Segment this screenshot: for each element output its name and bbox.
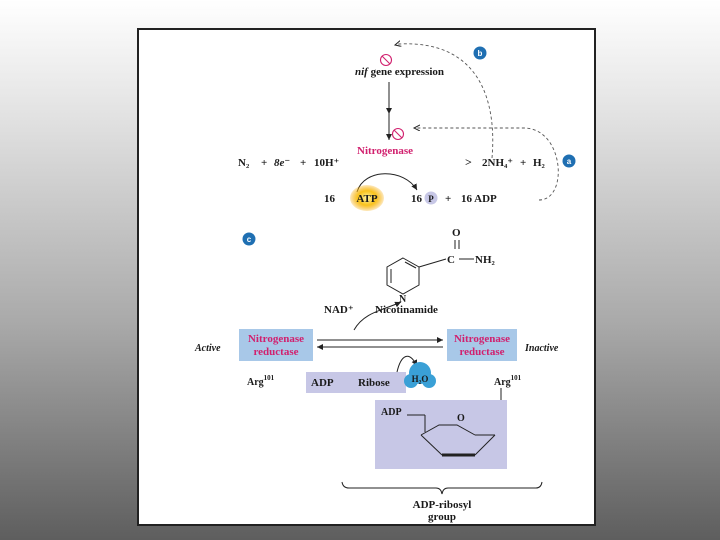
active-enzyme-line1: Nitrogenase xyxy=(248,333,304,345)
nicotinamide-label: Nicotinamide xyxy=(375,304,438,316)
amide-oxygen: O xyxy=(452,227,461,239)
nad-plus: NAD⁺ xyxy=(324,304,354,316)
plus-3: + xyxy=(520,157,526,169)
plus-4: + xyxy=(445,193,451,205)
badge-b xyxy=(473,46,487,60)
badge-a xyxy=(562,154,576,168)
feedback-arrow-a xyxy=(414,128,559,201)
product-h2: H₂ xyxy=(533,157,546,169)
pi-coefficient: 16 xyxy=(411,193,423,205)
ring-nitrogen: N xyxy=(399,294,407,305)
feedback-arrow-b xyxy=(395,44,494,159)
reactant-n2: N₂ xyxy=(238,157,250,169)
ribose-ring xyxy=(407,414,496,457)
slide-frame: b nif gene expression Nitrogenase a N₂ +… xyxy=(137,28,596,526)
nif-gene-expression: nif gene expression xyxy=(355,66,444,78)
panel-a: Nitrogenase a N₂ + 8e⁻ + 10H⁺ > 2NH₄⁺ + … xyxy=(238,128,576,211)
plus-2: + xyxy=(300,157,306,169)
badge-c xyxy=(242,232,256,246)
atp-coefficient: 16 xyxy=(324,193,336,205)
badge-c-label: c xyxy=(247,235,252,244)
panel-b: b nif gene expression xyxy=(355,44,494,159)
nitrogenase-regulation-diagram: b nif gene expression Nitrogenase a N₂ +… xyxy=(194,30,576,523)
amide-nh2: NH₂ xyxy=(475,254,496,266)
atp-label: ATP xyxy=(356,193,377,205)
inactive-enzyme-box xyxy=(447,329,517,361)
nad-cleavage-arrow xyxy=(353,301,402,331)
group-label-line2: group xyxy=(428,511,456,523)
active-enzyme-line2: reductase xyxy=(253,346,298,358)
arg-left: Arg101 xyxy=(247,374,275,388)
inhibition-icon xyxy=(379,53,393,67)
ribose-chip-label: Ribose xyxy=(358,377,390,389)
sugar-oxygen: O xyxy=(457,413,465,424)
arg-right: Arg101 xyxy=(494,374,522,388)
atp-glow xyxy=(350,185,384,211)
sugar-adp-label: ADP xyxy=(381,407,402,418)
badge-a-label: a xyxy=(567,157,572,166)
inactive-enzyme-line1: Nitrogenase xyxy=(454,333,510,345)
badge-b-label: b xyxy=(478,49,483,58)
adp-chip-label: ADP xyxy=(311,377,334,389)
enzyme-nitrogenase: Nitrogenase xyxy=(357,145,413,157)
atp-hydrolysis-arrow xyxy=(356,173,418,193)
electrons: 8e⁻ xyxy=(274,157,290,169)
adp-product: 16 ADP xyxy=(461,193,497,205)
active-enzyme-box xyxy=(239,329,313,361)
reaction-arrow: > xyxy=(465,155,472,169)
amide-carbon: C xyxy=(447,254,455,266)
inhibition-icon xyxy=(391,127,405,141)
water-molecule-icon xyxy=(404,362,436,388)
panel-c: c O C NH₂ N NAD⁺ Nicotinamide Nitrogenas… xyxy=(194,227,559,523)
pi-label: P xyxy=(428,194,434,204)
phosphate-icon xyxy=(424,191,438,205)
inactive-enzyme-line2: reductase xyxy=(459,346,504,358)
active-label: Active xyxy=(194,343,221,354)
adp-ribose-chip xyxy=(306,372,406,393)
plus-1: + xyxy=(261,157,267,169)
water-label: H₂O xyxy=(412,374,429,384)
inactive-label: Inactive xyxy=(524,343,559,354)
group-label-line1: ADP-ribosyl xyxy=(413,499,472,511)
nicotinamide-structure xyxy=(386,240,474,295)
group-brace xyxy=(341,481,543,495)
hydrolysis-arrow xyxy=(396,355,418,373)
protons: 10H⁺ xyxy=(314,157,340,169)
product-nh4: 2NH₄⁺ xyxy=(482,157,513,169)
